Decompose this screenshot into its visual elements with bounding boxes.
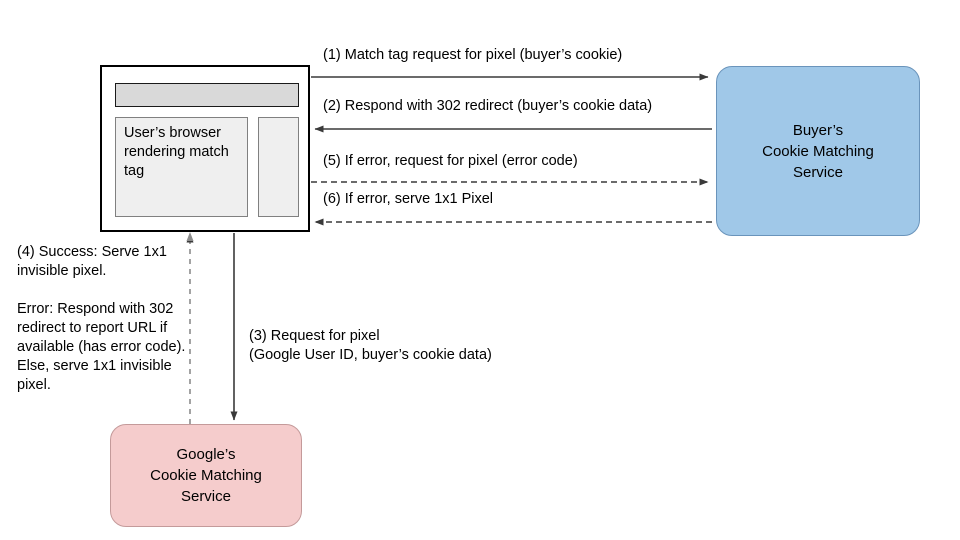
edge-label-step-1: (1) Match tag request for pixel (buyer’s… <box>323 47 623 63</box>
browser-address-bar <box>115 83 299 107</box>
google-service-label: Google’s Cookie Matching Service <box>150 446 262 505</box>
buyer-service-label: Buyer’s Cookie Matching Service <box>762 121 874 181</box>
edge-label-step-4: (4) Success: Serve 1x1 invisible pixel. … <box>17 244 186 393</box>
browser-side-panel <box>258 117 299 217</box>
edge-label-step-6: (6) If error, serve 1x1 Pixel <box>323 191 494 207</box>
google-cookie-matching-service-node: Google’s Cookie Matching Service <box>110 424 302 527</box>
edge-label-step-5: (5) If error, request for pixel (error c… <box>323 153 578 169</box>
browser-window-node: User’s browser rendering match tag <box>100 65 310 232</box>
arrow-step-4-head <box>186 232 194 241</box>
browser-content-text: User’s browser rendering match tag <box>115 117 248 217</box>
edge-label-step-3: (3) Request for pixel (Google User ID, b… <box>249 328 492 363</box>
buyer-cookie-matching-service-node: Buyer’s Cookie Matching Service <box>716 66 920 236</box>
edge-label-step-2: (2) Respond with 302 redirect (buyer’s c… <box>323 98 653 114</box>
